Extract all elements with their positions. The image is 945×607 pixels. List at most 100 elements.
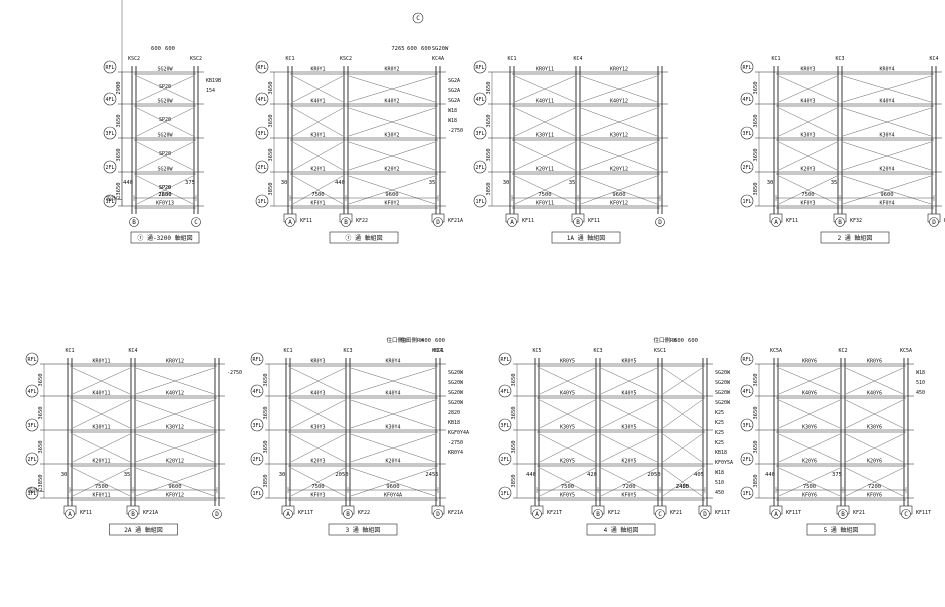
base-dimension: 440 <box>123 180 133 186</box>
beam-label: K40Y6 <box>802 391 817 397</box>
floor-marker <box>250 486 264 500</box>
extra-label: SG20W <box>448 370 464 376</box>
floor-height: 3650 <box>486 148 492 161</box>
floor-marker <box>250 452 264 466</box>
footing-label: KF11 <box>80 510 92 516</box>
column-tag: KSC2 <box>128 56 140 62</box>
extra-label: SG20W <box>448 380 464 386</box>
top-dimension: 住口側RH <box>653 336 676 344</box>
beam-label: K30Y6 <box>867 425 882 431</box>
column-tag: KC5A <box>900 348 912 354</box>
brace-line <box>842 141 932 171</box>
base-dimension: 2455 <box>425 472 438 478</box>
beam-label: K40Y12 <box>166 391 184 397</box>
floor-label: 1FL <box>105 199 114 205</box>
beam-label: K20Y4 <box>879 167 894 173</box>
extra-label: -2750 <box>448 440 463 446</box>
title-box <box>109 523 178 536</box>
floor-marker <box>740 486 754 500</box>
footing-label: KF11T <box>298 510 313 516</box>
column-tag: KC1 <box>65 348 74 354</box>
floor-label: 3FL <box>475 131 484 137</box>
column-tag: KC1 <box>507 56 516 62</box>
title-box <box>820 231 890 244</box>
top-dimension: 住口側RH <box>386 336 409 344</box>
beam-label: K20Y5 <box>560 459 575 465</box>
base-dimension: 30 <box>281 180 288 186</box>
floor-label: 1FL <box>475 199 484 205</box>
grid-marker <box>65 509 75 519</box>
beam-label: K30Y1 <box>310 133 325 139</box>
floor-height: 3650 <box>486 81 492 94</box>
floor-marker <box>255 60 269 74</box>
brace-line <box>136 75 194 103</box>
floor-height: 3650 <box>263 373 269 386</box>
extra-label: SG2A <box>448 88 460 94</box>
brace-line <box>539 433 596 463</box>
brace-line <box>842 107 932 137</box>
brace-line <box>842 175 932 205</box>
floor-marker <box>498 452 512 466</box>
brace-line <box>580 141 658 171</box>
grid-label: A <box>535 511 539 518</box>
bay-dimension: 7500 <box>311 484 324 490</box>
floor-label: 4FL <box>257 97 266 103</box>
floor-marker <box>255 126 269 140</box>
floor-marker <box>25 352 39 366</box>
top-dimension: 600 <box>407 46 417 52</box>
extra-label: SG20W <box>448 390 464 396</box>
column-tag: KC1 <box>285 56 294 62</box>
frame-title: 5 通 軸組図 <box>824 526 859 534</box>
footing-label: KF21A <box>448 218 463 224</box>
grid-label: D <box>703 511 707 518</box>
floor-height: 3650 <box>38 373 44 386</box>
floor-marker <box>103 160 117 174</box>
footing-label: KF21A <box>143 510 158 516</box>
grid-label: D <box>658 219 662 226</box>
grid-marker <box>532 509 542 519</box>
column-tag: KC3 <box>343 348 352 354</box>
brace-line <box>600 433 658 463</box>
extra-label: W18 <box>448 118 457 124</box>
floor-marker <box>740 160 754 174</box>
beam-label: KR0Y2 <box>384 67 399 73</box>
floor-height: 3650 <box>511 406 517 419</box>
base-dimension: 30 <box>767 180 774 186</box>
floor-marker <box>25 384 39 398</box>
top-dimension: 600 <box>674 338 684 344</box>
floor-marker <box>473 160 487 174</box>
beam-label: K20Y11 <box>536 167 554 173</box>
floor-height: 3650 <box>263 440 269 453</box>
brace-line <box>514 107 576 137</box>
frame-f1: SG20WSG20WSG20WSG20WKF0Y13SP20SP20SP20SP… <box>103 0 221 244</box>
extra-label: SG20W <box>715 390 731 396</box>
brace-line <box>135 433 215 463</box>
beam-label: KR0Y1 <box>310 67 325 73</box>
beam-label: K40Y11 <box>536 99 554 105</box>
brace-line <box>135 399 215 429</box>
extra-label: SG20W <box>715 380 731 386</box>
beam-label: KR0Y4 <box>385 359 400 365</box>
frame-title: ① 通-3200 軸組図 <box>137 234 192 242</box>
brace-line <box>778 467 841 497</box>
brace-line <box>845 399 904 429</box>
extra-label: W18 <box>448 108 457 114</box>
grid-marker <box>901 509 911 519</box>
floor-height: 3850 <box>753 182 759 195</box>
brace-line <box>292 107 344 137</box>
floor-label: 2FL <box>27 457 36 463</box>
floor-height: 3650 <box>116 148 122 161</box>
brace-line <box>292 175 344 205</box>
beam-label: K40Y4 <box>385 391 400 397</box>
floor-marker <box>103 60 117 74</box>
brace-line <box>662 367 703 395</box>
brace-line <box>136 175 194 205</box>
floor-marker <box>473 194 487 208</box>
floor-marker <box>25 418 39 432</box>
brace-line <box>845 467 904 497</box>
base-dimension: 420 <box>587 472 597 478</box>
brace-label: SP20 <box>159 185 171 191</box>
beam-label: K30Y12 <box>166 425 184 431</box>
grid-label: C <box>658 511 662 518</box>
